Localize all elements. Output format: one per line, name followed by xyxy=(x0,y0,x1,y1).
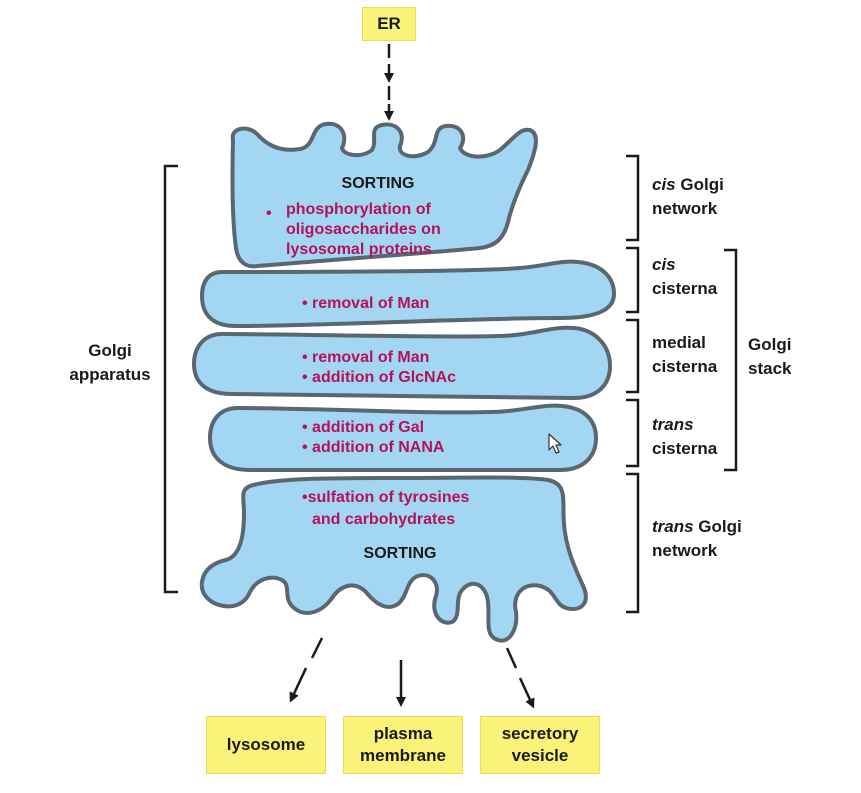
arrow-to-secretory-b xyxy=(518,677,535,709)
lysosome-label: lysosome xyxy=(226,735,306,754)
cis-golgi-network-label-line-1: cis Golgi xyxy=(652,175,724,194)
cis-network-bullet: • xyxy=(266,205,272,222)
plasma-membrane-label-line-1: plasma xyxy=(373,724,433,743)
medial-cisterna-label-line-1: medial xyxy=(652,333,706,352)
golgi-apparatus-label-line-1: Golgi xyxy=(88,341,131,360)
cis-network-enzyme-line-2: oligosaccharides on xyxy=(286,221,441,238)
trans-cisterna-label-line-1: trans xyxy=(652,415,694,434)
arrow-to-lysosome-a xyxy=(310,637,324,659)
plasma-membrane-label-line-2: membrane xyxy=(360,746,446,765)
arrow-to-secretory-a xyxy=(505,647,518,669)
trans-network-sorting-heading: SORTING xyxy=(364,545,437,562)
cis-network-bracket xyxy=(626,154,640,242)
cis-golgi-network-label-line-2: network xyxy=(652,199,718,218)
cis-cisterna-bracket xyxy=(626,246,640,314)
secretory-vesicle-label-line-1: secretory xyxy=(501,724,579,743)
cis-network-sorting-heading: SORTING xyxy=(342,175,415,192)
mouse-pointer-icon xyxy=(548,433,562,454)
trans-cisterna-label-line-2: cisterna xyxy=(652,439,718,458)
trans-golgi-network-label-line-1: trans Golgi xyxy=(652,517,742,536)
medial-cisterna-label-line-2: cisterna xyxy=(652,357,718,376)
medial-cisterna-shape xyxy=(191,325,613,401)
trans-cisterna-bracket xyxy=(626,398,640,468)
outgoing-arrows xyxy=(289,637,535,709)
medial-cisterna-enzyme-line-1: • removal of Man xyxy=(302,349,429,366)
golgi-stack-label-line-2: stack xyxy=(748,359,792,378)
golgi-apparatus-bracket xyxy=(163,164,178,594)
golgi-apparatus-label-line-2: apparatus xyxy=(69,365,150,384)
secretory-vesicle-box: secretory vesicle xyxy=(480,716,600,774)
cis-cisterna-label-line-1: cis xyxy=(652,255,676,274)
cis-network-enzyme-line-3: lysosomal proteins xyxy=(286,241,432,258)
cis-cisterna-label-line-2: cisterna xyxy=(652,279,718,298)
trans-cisterna-shape xyxy=(207,403,599,473)
secretory-vesicle-label-line-2: vesicle xyxy=(511,746,569,765)
arrow-to-lysosome-b xyxy=(289,667,308,703)
trans-golgi-network-shape xyxy=(199,475,588,643)
plasma-membrane-box: plasma membrane xyxy=(343,716,463,774)
golgi-stack-bracket xyxy=(724,248,738,472)
cis-cisterna-shape xyxy=(199,259,617,329)
medial-cisterna-enzyme-line-2: • addition of GlcNAc xyxy=(302,369,456,386)
trans-cisterna-enzyme-line-2: • addition of NANA xyxy=(302,439,445,456)
medial-cisterna-bracket xyxy=(626,318,640,394)
trans-network-bracket xyxy=(626,472,640,614)
cis-golgi-network-shape xyxy=(230,121,538,269)
trans-network-enzyme-line-2: and carbohydrates xyxy=(312,511,455,528)
lysosome-box: lysosome xyxy=(206,716,326,774)
trans-cisterna-enzyme-line-1: • addition of Gal xyxy=(302,419,424,436)
er-box: ER xyxy=(362,7,416,41)
cis-network-enzyme-line-1: phosphorylation of xyxy=(286,201,432,218)
golgi-stack-label-line-1: Golgi xyxy=(748,335,791,354)
er-label: ER xyxy=(377,14,401,33)
cis-cisterna-enzyme-line-1: • removal of Man xyxy=(302,295,429,312)
right-brackets xyxy=(626,154,738,614)
trans-golgi-network-label-line-2: network xyxy=(652,541,718,560)
trans-network-enzyme-line-1: •sulfation of tyrosines xyxy=(302,489,470,506)
